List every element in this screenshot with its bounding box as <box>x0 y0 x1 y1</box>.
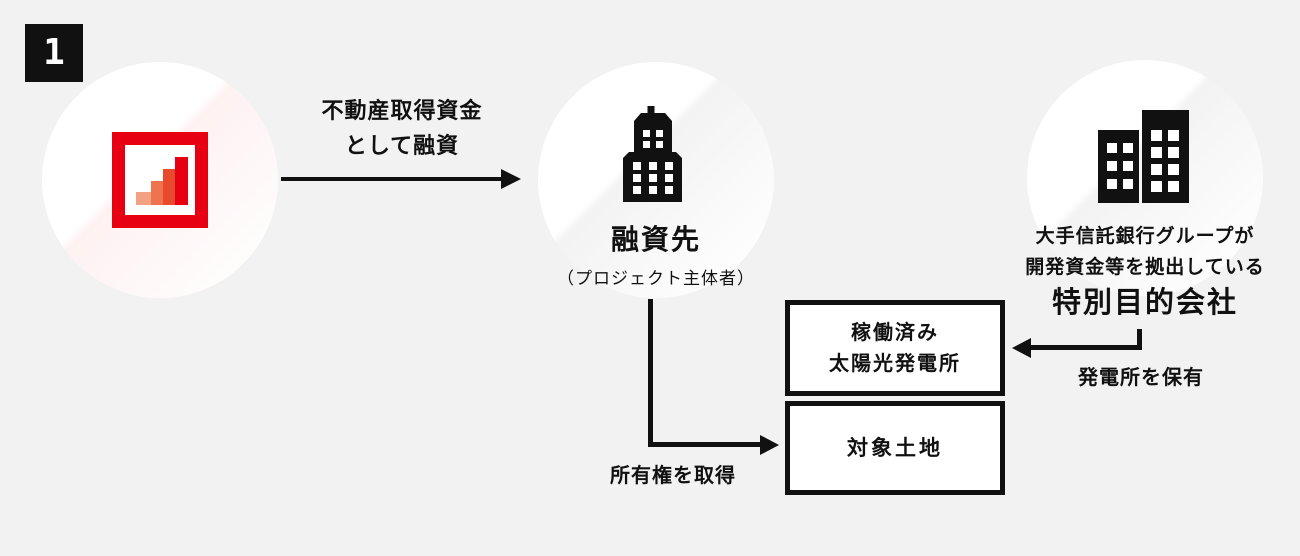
bar-4 <box>175 157 188 205</box>
land-box: 対象土地 <box>785 401 1005 495</box>
loan-arrow-label: 不動産取得資金 として融資 <box>277 94 527 164</box>
plant-box-line2: 太陽光発電所 <box>829 351 961 375</box>
own-arrow-horizontal <box>1030 345 1142 350</box>
spc-name: 特別目的会社 <box>1051 285 1238 319</box>
acquire-arrow-horizontal <box>648 442 761 447</box>
own-arrow-label: 発電所を保有 <box>1078 365 1204 389</box>
loan-arrow-line <box>281 177 503 181</box>
bar-3 <box>163 169 175 205</box>
acquire-arrow-label: 所有権を取得 <box>610 463 736 487</box>
own-arrow-vertical <box>1137 329 1142 350</box>
twin-buildings-icon <box>1098 110 1189 203</box>
step-number: 1 <box>43 32 65 73</box>
plant-box-line1: 稼働済み <box>851 320 939 344</box>
lender-node <box>42 62 278 298</box>
borrower-name: 融資先 <box>610 223 701 256</box>
spc-desc-line1: 大手信託銀行グループが <box>1035 225 1255 247</box>
bar-2 <box>151 181 163 205</box>
spc-labels: 大手信託銀行グループが 開発資金等を拠出している 特別目的会社 <box>1008 221 1282 319</box>
loan-arrow-label-line2: として融資 <box>344 134 460 159</box>
plant-box: 稼働済み 太陽光発電所 <box>785 300 1005 396</box>
bar-1 <box>136 192 151 205</box>
own-arrow-head <box>1012 338 1031 358</box>
office-tower-icon <box>623 106 682 202</box>
borrower-node <box>538 62 774 298</box>
bar-chart-bars <box>136 157 188 205</box>
loan-arrow-label-line1: 不動産取得資金 <box>321 99 483 124</box>
land-box-label: 対象土地 <box>847 435 943 460</box>
spc-node <box>1027 60 1263 296</box>
loan-arrow-head <box>501 169 521 189</box>
bar-chart-logo <box>112 132 208 228</box>
spc-desc-line2: 開発資金等を拠出している <box>1025 256 1265 278</box>
acquire-arrow-head <box>760 435 779 455</box>
acquire-arrow-vertical <box>648 299 653 446</box>
step-badge: 1 <box>25 24 83 82</box>
borrower-subtitle: （プロジェクト主体者） <box>557 269 755 289</box>
